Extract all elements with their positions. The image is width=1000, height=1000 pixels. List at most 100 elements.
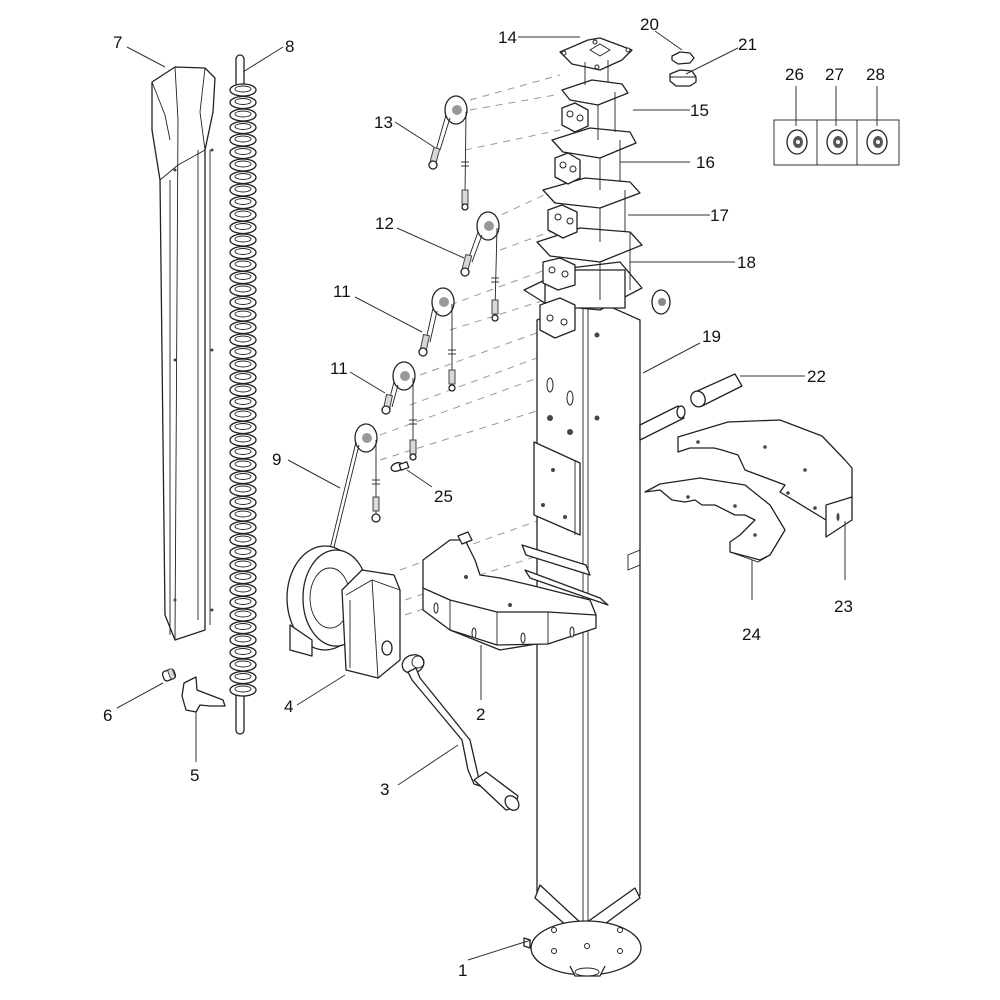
coil-turn-inner [234, 560, 252, 568]
part-24-lower-guard[interactable] [644, 477, 786, 563]
callout-15: 15 [690, 101, 709, 120]
coil-turn-inner [234, 135, 252, 143]
part-16-mast-section[interactable] [542, 177, 641, 242]
handle-shaft [639, 405, 686, 441]
callout-17: 17 [710, 206, 729, 225]
part-23-upper-guard[interactable] [677, 419, 853, 538]
coil-turn-inner [234, 610, 252, 618]
coil-turn-inner [234, 210, 252, 218]
coil-turn-inner [234, 660, 252, 668]
callout-24: 24 [742, 625, 761, 644]
coil-turn-inner [234, 148, 252, 155]
coil-turn-inner [234, 123, 252, 130]
assembly-dashed-lines [379, 74, 561, 616]
callout-11a: 11 [333, 282, 351, 301]
coil-turn-inner [234, 285, 252, 293]
part-5-fork-clip[interactable] [181, 676, 226, 713]
callout-21: 21 [738, 35, 757, 54]
part-2-winch-bracket[interactable] [422, 531, 597, 651]
coil-turn-inner [234, 510, 252, 518]
coil-turn-inner [234, 160, 252, 168]
part-3-crank-handle[interactable] [400, 652, 522, 813]
coil-turn-inner [234, 535, 252, 543]
part-28-pulley-wheel[interactable] [866, 129, 888, 155]
coil-turn-inner [234, 598, 252, 605]
callout-1: 1 [458, 961, 467, 980]
coil-turn-inner [234, 573, 252, 580]
coil-turn-inner [234, 110, 252, 118]
coil-turn-inner [234, 623, 252, 630]
coil-turn-inner [234, 398, 252, 405]
coil-turn-inner [234, 410, 252, 418]
coil-turn-inner [234, 523, 252, 530]
coil-turn-inner [234, 185, 252, 193]
coil-turn-inner [234, 173, 252, 180]
part-8-coiled-cable[interactable] [229, 54, 257, 735]
callout-26: 26 [785, 65, 804, 84]
part-1-base-plate[interactable] [523, 920, 642, 977]
part-15-mast-section[interactable] [551, 127, 637, 190]
coil-turn-inner [234, 260, 252, 268]
part-11-pulley-cable-lower[interactable] [381, 361, 417, 461]
coil-turn-inner [234, 423, 252, 430]
part-26-pulley-wheel[interactable] [786, 129, 808, 155]
callout-14: 14 [498, 28, 517, 47]
callout-9: 9 [272, 450, 281, 469]
callout-19: 19 [702, 327, 721, 346]
callout-6: 6 [103, 706, 112, 725]
coil-turn-inner [234, 273, 252, 280]
part-6-fitting[interactable] [161, 668, 177, 682]
coil-turn-inner [234, 348, 252, 355]
callout-12: 12 [375, 214, 394, 233]
coil-turn-inner [234, 310, 252, 318]
coil-turn-inner [234, 360, 252, 368]
part-21-slide-pad[interactable] [669, 69, 697, 87]
coil-turn-inner [234, 548, 252, 555]
coil-turn-inner [234, 673, 252, 680]
part-27-pulley-wheel[interactable] [826, 129, 848, 155]
coil-turn-inner [234, 635, 252, 643]
coil-turn-inner [234, 198, 252, 205]
callout-27: 27 [825, 65, 844, 84]
callout-22: 22 [807, 367, 826, 386]
part-12-pulley-cable[interactable] [460, 211, 500, 322]
part-7-cable-guide[interactable] [151, 66, 216, 641]
part-14-top-plate[interactable] [559, 37, 633, 85]
coil-turn-inner [234, 435, 252, 443]
callout-20: 20 [640, 15, 659, 34]
coil-turn-inner [234, 335, 252, 343]
coil-turn-inner [234, 373, 252, 380]
part-18-mast-section[interactable] [523, 261, 643, 339]
coil-turn-inner [234, 298, 252, 305]
part-4-winch[interactable] [286, 545, 401, 679]
part-13-pulley-cable[interactable] [428, 95, 469, 211]
callout-4: 4 [284, 697, 293, 716]
part-11-pulley-cable-upper[interactable] [418, 287, 456, 392]
leader-lines [116, 30, 878, 961]
coil-turn-inner [234, 323, 252, 330]
coil-turn-inner [234, 235, 252, 243]
part-25-screw[interactable] [390, 461, 410, 473]
callout-28: 28 [866, 65, 885, 84]
callout-labels: 1 2 3 4 5 6 7 8 9 11 11 12 13 14 15 16 1… [103, 15, 885, 980]
coil-turn-inner [234, 223, 252, 230]
part-20-slide-pad[interactable] [671, 51, 695, 65]
callout-18: 18 [737, 253, 756, 272]
coil-turn-inner [234, 648, 252, 655]
callout-3: 3 [380, 780, 389, 799]
part-15-upper-section[interactable] [561, 79, 629, 140]
loose-pulley-wheel[interactable] [651, 289, 671, 315]
callout-13: 13 [374, 113, 393, 132]
coil-turn-inner [234, 685, 252, 693]
coil-turn-inner [234, 248, 252, 255]
coil-turn-inner [234, 98, 252, 105]
callout-16: 16 [696, 153, 715, 172]
coil-turn-inner [234, 460, 252, 468]
callout-25: 25 [434, 487, 453, 506]
coil-turn-inner [234, 485, 252, 493]
part-22-handle-grip[interactable] [688, 373, 743, 409]
callout-5: 5 [190, 766, 199, 785]
coil-turn-inner [234, 85, 252, 93]
part-9-winch-cable[interactable] [319, 423, 381, 593]
